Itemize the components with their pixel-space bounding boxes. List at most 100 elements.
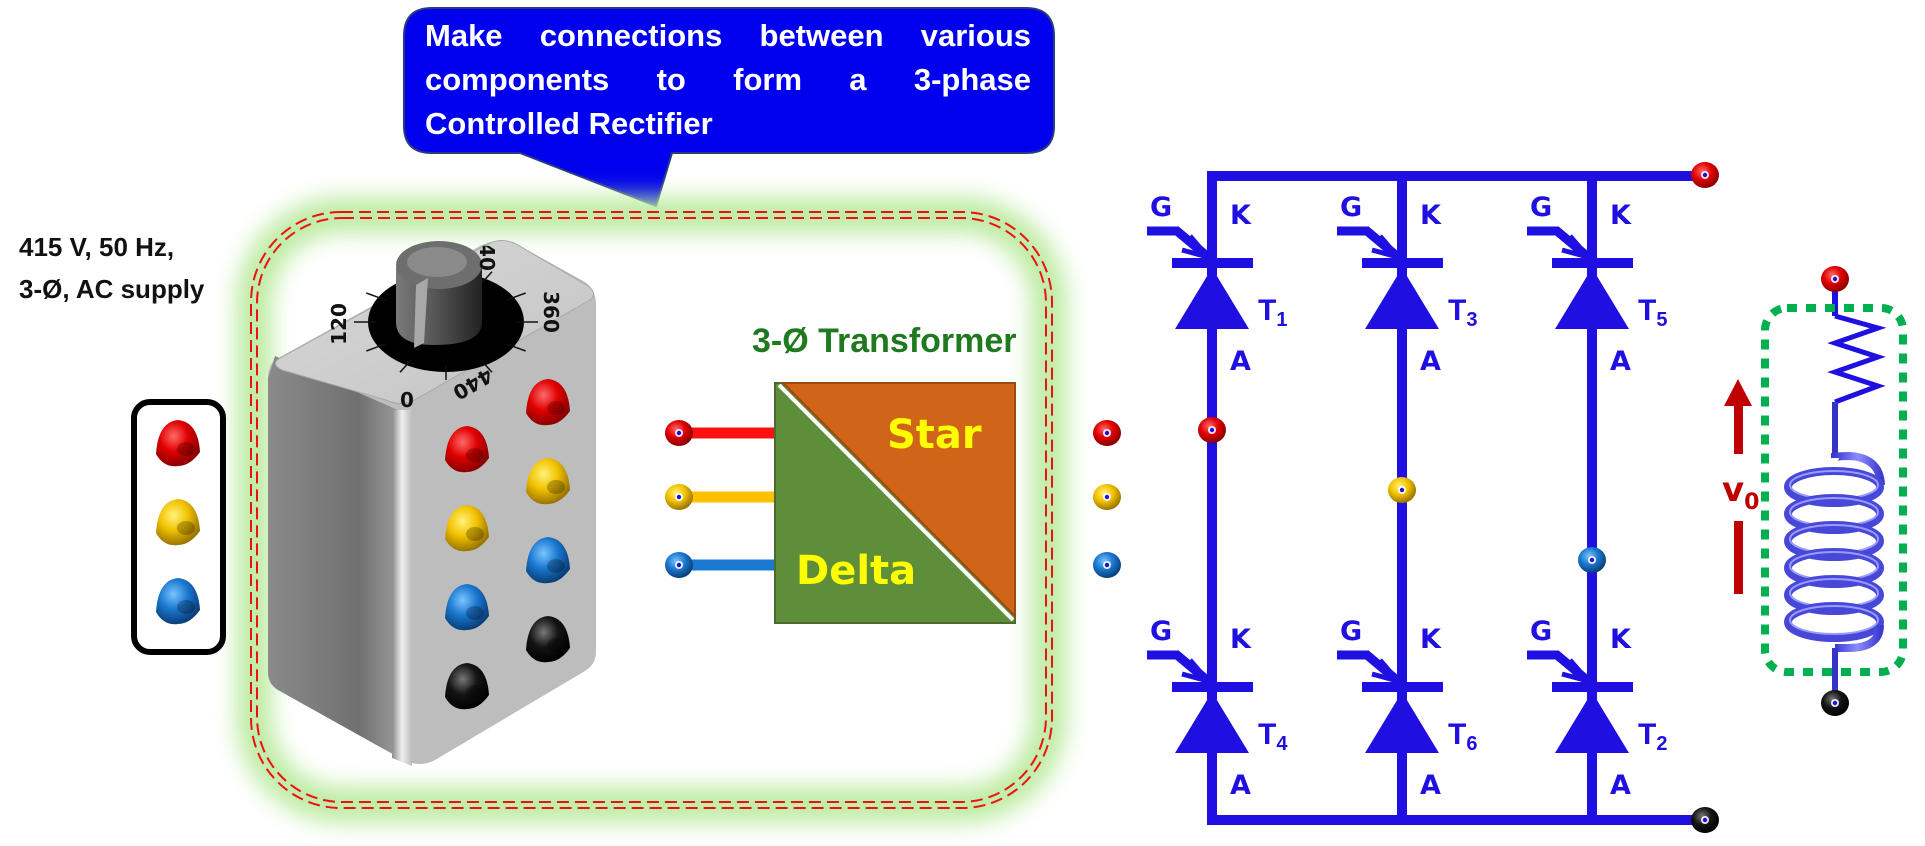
anode-triangle bbox=[1175, 692, 1249, 753]
supply-terminal-blue[interactable] bbox=[156, 578, 200, 625]
transformer-star-half bbox=[780, 382, 1016, 619]
anode-label-1: A bbox=[1230, 346, 1251, 377]
variac-left-terminal-blue[interactable] bbox=[445, 584, 489, 631]
gate-label-6: G bbox=[1340, 616, 1363, 647]
thyristor-name: T bbox=[1638, 294, 1657, 327]
gate-label-2: G bbox=[1530, 616, 1553, 647]
thyristor-subscript: 2 bbox=[1656, 733, 1668, 755]
xf-output-terminal-red[interactable] bbox=[1093, 420, 1121, 446]
load-dotted-box bbox=[1761, 304, 1907, 676]
bridge-phase-terminal-blue[interactable] bbox=[1578, 547, 1606, 573]
supply-label: 415 V, 50 Hz, 3-Ø, AC supply bbox=[19, 226, 259, 310]
vo-minus-bar bbox=[1734, 521, 1743, 594]
vo-symbol: v bbox=[1722, 470, 1745, 510]
variac-right-terminal-red[interactable] bbox=[526, 379, 570, 426]
thyristor-T5 bbox=[1527, 226, 1633, 329]
anode-triangle bbox=[1365, 692, 1439, 753]
thyristor-name: T bbox=[1638, 718, 1657, 751]
star-label: Star bbox=[887, 412, 982, 458]
dial-label-360: 360 bbox=[538, 291, 563, 333]
cathode-bar bbox=[1362, 682, 1443, 692]
instruction-callout bbox=[403, 7, 1055, 208]
gate-arrow-icon bbox=[1371, 234, 1406, 262]
selection-outline-outer bbox=[250, 211, 1053, 809]
load-positive-terminal[interactable] bbox=[1821, 266, 1849, 292]
variac-right-terminal-blue[interactable] bbox=[526, 537, 570, 584]
dial-label-0: 0 bbox=[400, 388, 414, 412]
variac-right-terminal-yellow[interactable] bbox=[526, 458, 570, 505]
supply-terminal-red[interactable] bbox=[156, 420, 200, 467]
thyristor-T1 bbox=[1147, 226, 1253, 329]
anode-label-5: A bbox=[1610, 346, 1631, 377]
gate-arrow-icon bbox=[1561, 234, 1596, 262]
anode-label-6: A bbox=[1420, 770, 1441, 801]
supply-label-line1: 415 V, 50 Hz, bbox=[19, 232, 175, 262]
gate-arrow-icon bbox=[1181, 658, 1216, 686]
xf-output-terminal-blue[interactable] bbox=[1093, 552, 1121, 578]
selection-outline-inner bbox=[256, 217, 1047, 803]
load-negative-terminal[interactable] bbox=[1821, 690, 1849, 716]
variac-autotransformer bbox=[268, 240, 596, 766]
vo-arrow-head bbox=[1724, 379, 1752, 406]
anode-triangle bbox=[1175, 268, 1249, 329]
bridge-phase-terminal-yellow[interactable] bbox=[1388, 477, 1416, 503]
delta-label: Delta bbox=[796, 548, 917, 594]
three-phase-transformer bbox=[665, 382, 1121, 624]
variac-right-terminal-black[interactable] bbox=[526, 616, 570, 663]
anode-label-3: A bbox=[1420, 346, 1441, 377]
dial-tick bbox=[506, 292, 526, 301]
vo-arrow-shaft bbox=[1734, 404, 1743, 454]
gate-label-4: G bbox=[1150, 616, 1173, 647]
thyristor-T3 bbox=[1337, 226, 1443, 329]
dc-positive-terminal[interactable] bbox=[1691, 162, 1719, 188]
dial-knob-pointer bbox=[414, 278, 428, 348]
thyristor-subscript: 4 bbox=[1276, 733, 1288, 755]
anode-triangle bbox=[1555, 268, 1629, 329]
cathode-label-5: K bbox=[1610, 200, 1631, 231]
variac-edge bbox=[392, 410, 412, 766]
dial-label-120: 120 bbox=[326, 303, 351, 345]
gate-arrow-icon bbox=[1561, 658, 1596, 686]
resistor-icon bbox=[1827, 313, 1887, 405]
variac-left-terminal-red[interactable] bbox=[445, 426, 489, 473]
supply-label-line2: 3-Ø, AC supply bbox=[19, 274, 205, 304]
variac-left-terminal-black[interactable] bbox=[445, 663, 489, 710]
output-voltage-label: v0 bbox=[1722, 470, 1759, 515]
cathode-label-2: K bbox=[1610, 624, 1631, 655]
dial-tick bbox=[399, 359, 412, 373]
cathode-bar bbox=[1552, 682, 1633, 692]
thyristor-name: T bbox=[1258, 718, 1277, 751]
anode-triangle bbox=[1365, 268, 1439, 329]
dc-negative-terminal[interactable] bbox=[1691, 807, 1719, 833]
dial-tick bbox=[506, 343, 526, 352]
thyristor-subscript: 3 bbox=[1466, 309, 1478, 331]
variac-left-terminal-yellow[interactable] bbox=[445, 505, 489, 552]
supply-terminal-yellow[interactable] bbox=[156, 499, 200, 546]
xf-output-terminal-yellow[interactable] bbox=[1093, 484, 1121, 510]
bridge-phase-terminal-red[interactable] bbox=[1198, 417, 1226, 443]
variac-left-face bbox=[268, 356, 398, 757]
rl-load bbox=[1724, 266, 1907, 716]
thyristor-name: T bbox=[1448, 294, 1467, 327]
dial-tick bbox=[366, 343, 386, 352]
gate-arrow-icon bbox=[1371, 658, 1406, 686]
callout-text: Make connections between various compone… bbox=[425, 18, 1031, 141]
thyristor-label-1: T1 bbox=[1258, 294, 1287, 332]
dial-knob-cap bbox=[407, 247, 467, 277]
thyristor-subscript: 5 bbox=[1656, 309, 1668, 331]
thyristor-label-6: T6 bbox=[1448, 718, 1477, 756]
gate-label-3: G bbox=[1340, 192, 1363, 223]
gate-label-1: G bbox=[1150, 192, 1173, 223]
vo-subscript: 0 bbox=[1744, 490, 1760, 515]
dial-tick bbox=[480, 359, 493, 373]
thyristor-label-4: T4 bbox=[1258, 718, 1287, 756]
xf-input-terminal-yellow[interactable] bbox=[665, 484, 693, 510]
thyristor-label-2: T2 bbox=[1638, 718, 1667, 756]
xf-input-terminal-blue[interactable] bbox=[665, 552, 693, 578]
cathode-label-3: K bbox=[1420, 200, 1441, 231]
thyristor-T4 bbox=[1147, 650, 1253, 753]
cathode-label-6: K bbox=[1420, 624, 1441, 655]
xf-input-terminal-red[interactable] bbox=[665, 420, 693, 446]
thyristor-label-3: T3 bbox=[1448, 294, 1477, 332]
